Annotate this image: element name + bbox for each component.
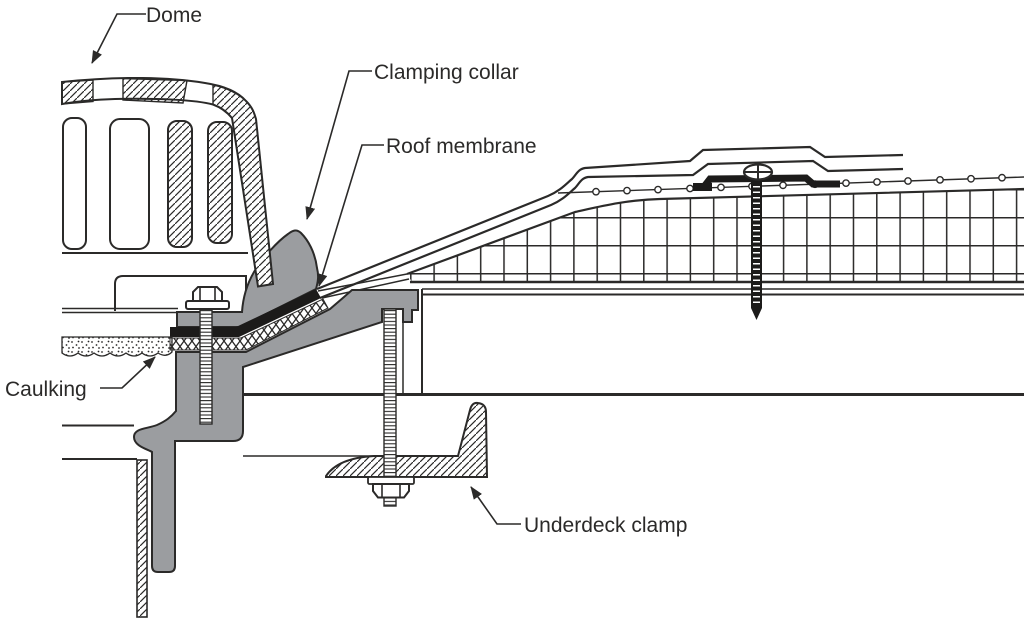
left-flashing-lines xyxy=(62,307,178,460)
clamp-bolt xyxy=(185,286,230,425)
caulking-bead xyxy=(61,336,173,357)
clamped-membrane-black xyxy=(170,289,321,337)
leader-roof-membrane xyxy=(317,144,384,287)
label-clamping-collar: Clamping collar xyxy=(374,61,519,84)
drain-pipe-wall xyxy=(136,459,148,618)
dome-strainer xyxy=(61,77,275,288)
dome-base-ring xyxy=(114,275,247,311)
base-sheet-lines xyxy=(317,273,410,299)
annotations: Dome Clamping collar Roof membrane Caulk… xyxy=(5,4,687,537)
leader-dome xyxy=(91,13,146,64)
insulation-grid xyxy=(406,187,1024,284)
dome-rib xyxy=(207,121,233,244)
underdeck-rod xyxy=(367,308,415,507)
dome-hatch-strut xyxy=(212,84,274,288)
label-dome: Dome xyxy=(146,4,202,27)
deck-screw xyxy=(742,163,774,320)
dome-rib xyxy=(167,120,193,248)
label-underdeck-clamp: Underdeck clamp xyxy=(524,514,687,537)
dome-slot xyxy=(62,117,87,250)
leader-clamping-collar xyxy=(305,70,372,220)
dome-hatch-segment xyxy=(122,77,188,104)
seam-batten xyxy=(693,174,840,191)
dome-hatch-segment xyxy=(61,79,94,105)
fastener-line xyxy=(557,173,1024,196)
label-caulking: Caulking xyxy=(5,378,87,401)
dome-slot xyxy=(109,118,150,250)
underdeck-clamp-part xyxy=(325,401,489,478)
leader-caulking xyxy=(100,356,156,389)
roof-membrane-layer xyxy=(316,145,904,300)
label-roof-membrane: Roof membrane xyxy=(386,135,537,158)
leader-underdeck-clamp xyxy=(470,486,521,525)
